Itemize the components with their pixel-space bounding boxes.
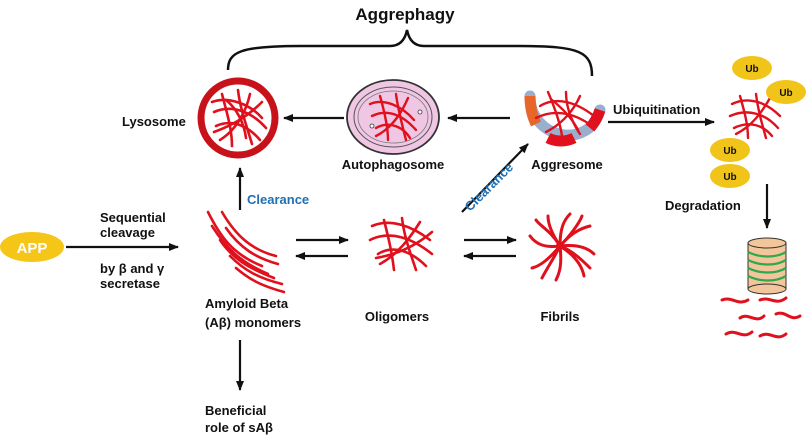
ub-tag-3: Ub [710, 138, 750, 162]
beneficial-label-2: role of sAβ [205, 420, 273, 435]
beneficial-label-1: Beneficial [205, 403, 266, 418]
ubiquitinated-aggregate-icon [728, 92, 782, 140]
svg-text:Ub: Ub [723, 172, 736, 183]
fibrils-label: Fibrils [540, 309, 579, 324]
cleavage-label-4: secretase [100, 276, 160, 291]
diagram-title: Aggrephagy [355, 5, 455, 24]
oligomers-label: Oligomers [365, 309, 429, 324]
ub-tag-1: Ub [732, 56, 772, 80]
cleavage-label-1: Sequential [100, 210, 166, 225]
ub-tag-2: Ub [766, 80, 806, 104]
lysosome-label: Lysosome [122, 114, 186, 129]
aggresome-label: Aggresome [531, 157, 603, 172]
svg-text:Ub: Ub [723, 146, 736, 157]
cleavage-label-2: cleavage [100, 225, 155, 240]
svg-text:APP: APP [17, 240, 48, 257]
ubiquitination-label: Ubiquitination [613, 102, 700, 117]
lysosome-icon [197, 77, 279, 159]
monomers-label-2: (Aβ) monomers [205, 315, 301, 330]
aggresome-icon [524, 90, 606, 147]
oligomers-icon [368, 216, 434, 272]
fibrils-core [556, 242, 564, 250]
monomers-label-1: Amyloid Beta [205, 296, 289, 311]
autophagosome-label: Autophagosome [342, 157, 445, 172]
clearance-label-diagonal: Clearance [462, 160, 517, 215]
proteasome-icon [747, 237, 787, 295]
cleavage-label-3: by β and γ [100, 261, 165, 276]
aggrephagy-brace [226, 29, 594, 77]
clearance-label-up: Clearance [247, 192, 309, 207]
degradation-label: Degradation [665, 198, 741, 213]
arrow-clearance-diagonal [461, 143, 529, 213]
app-node: APP [0, 232, 64, 262]
svg-text:Ub: Ub [779, 88, 792, 99]
monomers-icon [206, 210, 286, 294]
svg-text:Ub: Ub [745, 64, 758, 75]
peptide-fragments-icon [720, 296, 802, 339]
ub-tag-4: Ub [710, 164, 750, 188]
autophagosome-icon [346, 79, 440, 155]
